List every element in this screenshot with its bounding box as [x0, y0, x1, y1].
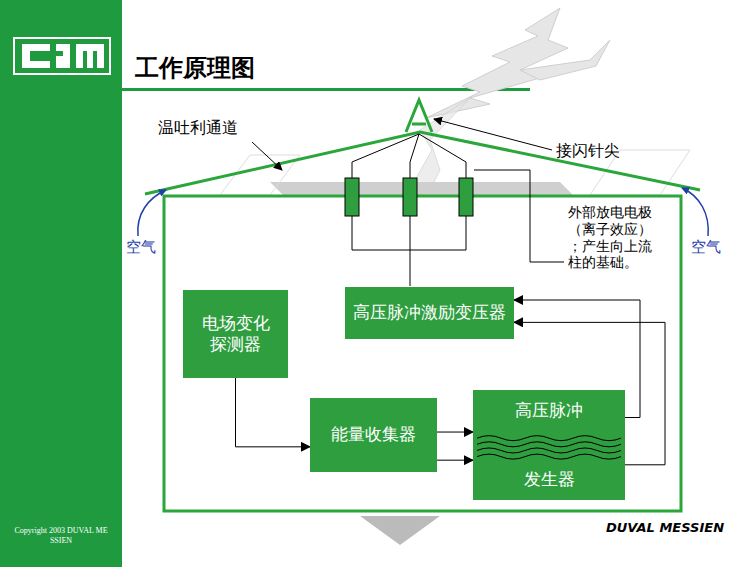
housing-outline [164, 196, 681, 511]
electrode-wires [352, 216, 466, 286]
connector [236, 378, 311, 447]
leader-line [434, 119, 552, 150]
tip-label: 接闪针尖 [556, 141, 620, 160]
collector-box: 能量收集器 [310, 398, 437, 472]
box-text: 能量收集器 [331, 424, 416, 445]
electrode-note: 外部放电电极 （离子效应） ；产生向上流 柱的基础。 [568, 204, 664, 271]
coil-winding [477, 442, 621, 447]
box-text: 高压脉冲激励变压器 [353, 302, 506, 323]
air-arrow [138, 190, 166, 236]
tip-wires [352, 134, 466, 178]
air-arrow [682, 188, 708, 236]
generator-box: 高压脉冲发生器 [473, 390, 625, 500]
copyright-note: Copyright 2003 DUVAL MESSIEN [14, 526, 108, 545]
detector-box: 电场变化探测器 [183, 290, 288, 378]
leader-line [474, 170, 564, 262]
rod-tip [406, 100, 432, 132]
discharge-electrode [345, 178, 473, 216]
connector [437, 432, 473, 433]
box-text: 高压脉冲 [515, 400, 583, 421]
coil-winding [477, 435, 621, 440]
brand-mark: DUVAL MESSIEN [606, 520, 724, 536]
leader-line [252, 142, 282, 170]
box-text: 发生器 [524, 469, 575, 490]
coil-winding [477, 454, 621, 459]
venturi-roof [145, 132, 700, 194]
page-title: 工作原理图 [135, 52, 255, 84]
logo [14, 38, 110, 74]
connector [437, 460, 473, 461]
down-arrow [360, 516, 440, 545]
coil-winding [477, 448, 621, 453]
lightning [415, 8, 610, 200]
channel-label: 温吐利通道 [158, 118, 238, 137]
air-label: 空气 [691, 238, 721, 256]
transformer-box: 高压脉冲激励变压器 [345, 287, 514, 339]
box-text: 电场变化探测器 [195, 313, 277, 356]
side-bar [0, 0, 122, 567]
air-label: 空气 [126, 238, 156, 256]
